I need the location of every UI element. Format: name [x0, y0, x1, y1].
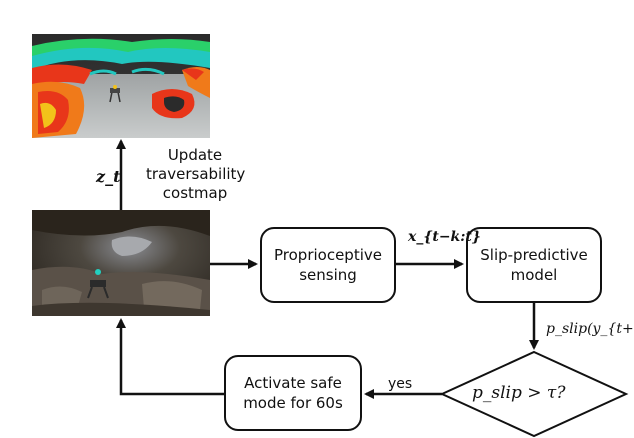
costmap-image [32, 34, 210, 138]
decision-text: p_slip > τ? [472, 383, 566, 403]
robot-icon [87, 269, 109, 299]
proprioceptive-sensing-box: Proprioceptive sensing [260, 227, 396, 303]
costmap-graphic [32, 34, 210, 138]
robot-icon [109, 85, 121, 103]
yes-label: yes [388, 376, 413, 392]
arrow-safe-to-cave [116, 318, 224, 396]
x-window-label: x_{t−k:t} [408, 229, 481, 245]
slip-predictive-model-label: Slip-predictive model [480, 246, 588, 284]
decision-label: p_slip > τ? [472, 384, 565, 403]
safe-mode-box: Activate safe mode for 60s [224, 355, 362, 431]
z-t-label: z_t [96, 167, 121, 186]
cave-photo [32, 210, 210, 316]
p-slip-prediction-label: p_slip(y_{t+n}) [546, 321, 634, 337]
safe-mode-label: Activate safe mode for 60s [243, 374, 343, 412]
update-costmap-label: Update traversability costmap [146, 146, 246, 202]
decision-diamond [439, 350, 629, 438]
slip-predictive-model-box: Slip-predictive model [466, 227, 602, 303]
cave-graphic [32, 210, 210, 316]
proprioceptive-sensing-label: Proprioceptive sensing [274, 246, 382, 284]
